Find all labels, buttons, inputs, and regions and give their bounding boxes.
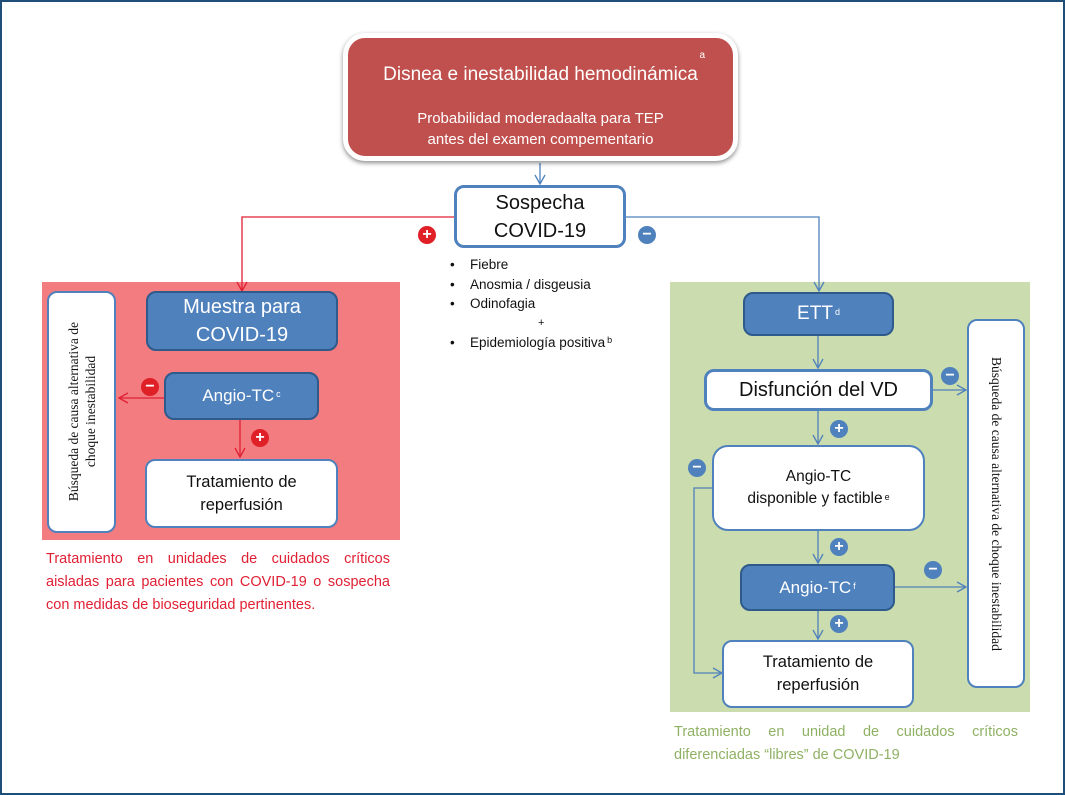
rv-dysfunction-box: Disfunción del VD — [704, 369, 933, 411]
negative-sign-icon: − — [924, 561, 942, 579]
suspicion-line-1: Sospecha — [495, 191, 585, 214]
positive-sign-icon: + — [830, 538, 848, 556]
criteria-plus: + — [538, 316, 545, 329]
negative-sign-icon: − — [638, 226, 656, 244]
left-alternative-cause-box: Búsqueda de causa alternativa de choque … — [47, 291, 116, 533]
initial-condition-box: Disnea e inestabilidad hemodinámica a Pr… — [343, 33, 738, 161]
footnote-e: e — [884, 492, 890, 502]
covid-sample-box: Muestra para COVID-19 — [146, 291, 338, 351]
left-alternative-cause-text: Búsqueda de causa alternativa de choque … — [65, 322, 98, 502]
right-reperfusion-box: Tratamiento de reperfusión — [722, 640, 914, 708]
criteria-item: •Odinofagia — [450, 296, 536, 311]
right-alternative-cause-text: Búsqueda de causa alternativa de choque … — [989, 356, 1004, 651]
positive-sign-icon: + — [251, 429, 269, 447]
arrow-avail-negative — [693, 487, 724, 679]
footnote-f: f — [853, 580, 856, 591]
footnote-b: b — [607, 335, 613, 345]
covid-suspicion-box: Sospecha COVID-19 — [454, 185, 626, 248]
subtitle-line-2: antes del examen compementario — [427, 131, 654, 148]
negative-sign-icon: − — [941, 367, 959, 385]
right-caption: Tratamiento en unidad de cuidados crític… — [674, 724, 1018, 763]
criteria-item: •Fiebre — [450, 257, 509, 272]
suspicion-criteria-list: •Fiebre •Anosmia / disgeusia •Odinofagia… — [450, 255, 612, 353]
suspicion-line-2: COVID-19 — [493, 219, 587, 242]
arrow-suspicion-to-ett — [626, 216, 825, 293]
negative-sign-icon: − — [141, 378, 159, 396]
initial-condition-subtitle: Probabilidad moderadaalta para TEP antes… — [348, 108, 733, 150]
positive-sign-icon: + — [418, 226, 436, 244]
arrow-suspicion-to-sample — [236, 216, 454, 293]
left-reperfusion-box: Tratamiento de reperfusión — [145, 459, 338, 528]
criteria-item: •Anosmia / disgeusia — [450, 276, 591, 292]
negative-sign-icon: − — [688, 459, 706, 477]
positive-sign-icon: + — [830, 420, 848, 438]
right-alternative-cause-box: Búsqueda de causa alternativa de choque … — [967, 319, 1025, 688]
footnote-c: c — [276, 389, 281, 399]
left-caption: Tratamiento en unidades de cuidados crít… — [46, 551, 390, 613]
positive-sign-icon: + — [830, 615, 848, 633]
footnote-d: d — [834, 307, 840, 317]
initial-condition-title: Disnea e inestabilidad hemodinámica — [383, 64, 698, 85]
subtitle-line-1: Probabilidad moderadaalta para TEP — [417, 110, 664, 127]
footnote-a: a — [699, 50, 705, 61]
